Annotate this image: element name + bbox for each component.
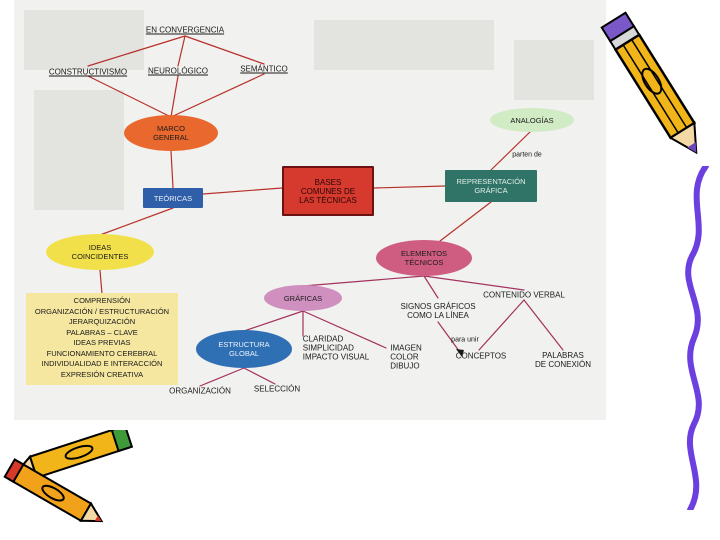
node-graficas: GRÁFICAS [264, 285, 342, 311]
label-organizacion: ORGANIZACIÓN [169, 386, 231, 396]
label-claridad: CLARIDAD SIMPLICIDAD IMPACTO VISUAL [302, 334, 370, 362]
label-seleccion: SELECCIÓN [253, 384, 301, 394]
node-ideas-coincidentes: IDEAS COINCIDENTES [46, 234, 154, 270]
ideas-list-item: JERARQUIZACIÓN [68, 317, 136, 326]
approach-semantico: SEMÁNTICO [240, 64, 288, 74]
node-representacion-grafica: REPRESENTACIÓN GRÁFICA [445, 170, 537, 202]
label-palabras-conexion: PALABRAS DE CONEXIÓN [534, 351, 592, 369]
ideas-list-item: IDEAS PREVIAS [73, 338, 131, 347]
ideas-list-item: COMPRENSIÓN [73, 296, 131, 305]
convergence-label: EN CONVERGENCIA [145, 25, 225, 35]
ideas-list-item: INDIVIDUALIDAD E INTERACCIÓN [41, 359, 163, 368]
wavy-border [685, 166, 709, 510]
ideas-list-box: COMPRENSIÓN ORGANIZACIÓN / ESTRUCTURACIÓ… [26, 293, 178, 385]
label-signos-graficos: SIGNOS GRÁFICOS COMO LA LÍNEA [400, 302, 476, 320]
node-estructura-global: ESTRUCTURA GLOBAL [196, 330, 292, 368]
node-elementos-tecnicos: ELEMENTOS TÉCNICOS [376, 240, 472, 276]
label-conceptos: CONCEPTOS [455, 351, 507, 361]
link-label-parten-de: parten de [512, 151, 542, 159]
approach-neurologico: NEUROLÓGICO [147, 66, 209, 76]
ideas-list-item: FUNCIONAMIENTO CEREBRAL [46, 348, 158, 358]
label-imagen: IMAGEN COLOR DIBUJO [390, 343, 422, 371]
node-teoricas: TEÓRICAS [143, 188, 203, 208]
node-bases-comunes: BASES COMUNES DE LAS TÉCNICAS [282, 166, 374, 216]
ideas-list-item: EXPRESIÓN CREATIVA [60, 369, 144, 379]
link-label-para-unir: para unir [451, 336, 479, 344]
pencil-icon [600, 11, 698, 155]
node-analogias: ANALOGÍAS [490, 108, 574, 132]
approach-constructivismo: CONSTRUCTIVISMO [48, 67, 128, 77]
node-marco-general: MARCO GENERAL [124, 115, 218, 151]
pencil-icon [3, 458, 104, 523]
ideas-list-item: ORGANIZACIÓN / ESTRUCTURACIÓN [34, 306, 170, 316]
label-contenido-verbal: CONTENIDO VERBAL [483, 290, 565, 300]
ideas-list-item: PALABRAS – CLAVE [66, 327, 138, 337]
